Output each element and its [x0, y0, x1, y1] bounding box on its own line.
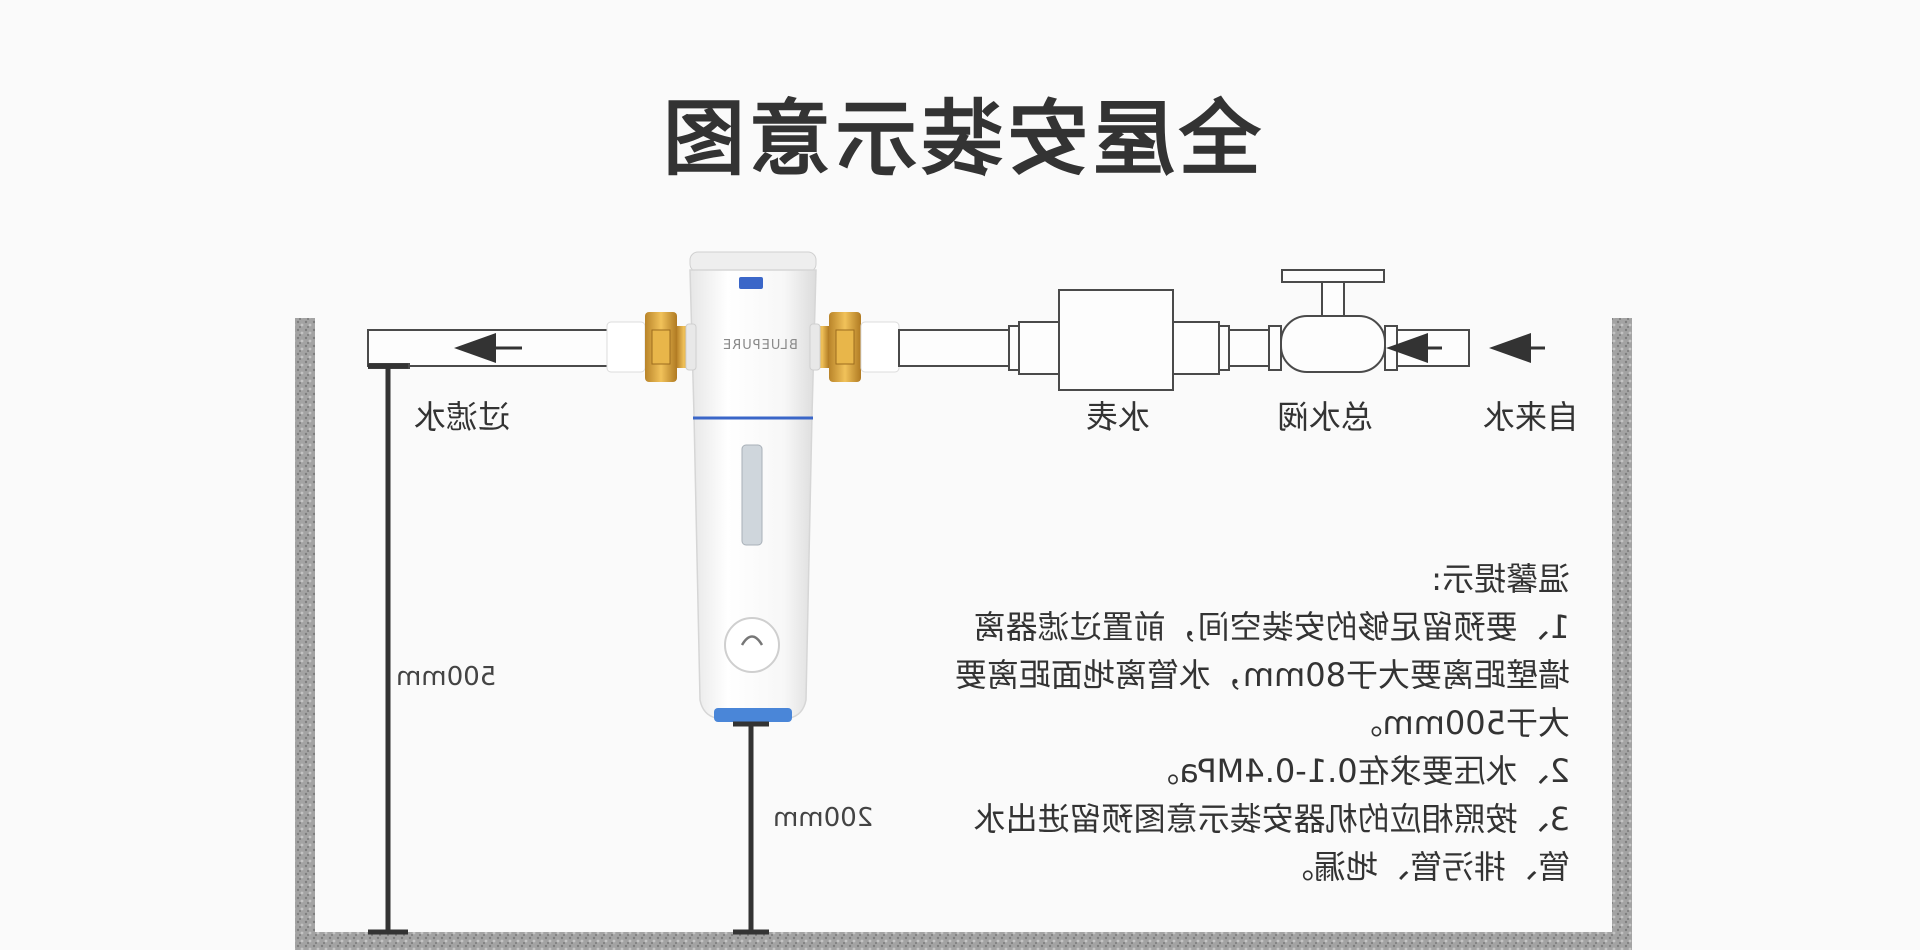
filter-sight-window	[741, 444, 763, 546]
water-meter-label: 水表	[1086, 398, 1151, 436]
floor	[295, 932, 1632, 950]
main-valve-label: 总水阀	[1277, 398, 1374, 436]
drain-knob-icon	[724, 617, 780, 673]
wall-enclosure	[295, 318, 1632, 950]
tip-line: 管、排污管、地漏。	[1281, 848, 1570, 886]
tip-line: 2、水压要求在0.1-0.4MPa。	[1147, 752, 1570, 790]
filter-gauge-icon	[739, 277, 763, 289]
dimension-200	[733, 721, 769, 935]
inlet-pipe-segment-2	[1228, 329, 1270, 367]
right-fitting	[815, 312, 900, 382]
dimension-500-label: 500mm	[396, 662, 497, 692]
left-wall	[295, 318, 315, 950]
tip-line: 1、要预留足够的安装空间，前置过滤器离	[973, 608, 1570, 646]
tip-line: 大于500mm。	[1350, 704, 1570, 742]
left-fitting	[606, 312, 691, 382]
tip-line: 3、按照相应的机器安装示意图预留进出水	[973, 800, 1570, 838]
pre-filter-unit	[685, 251, 821, 722]
inlet-pipe-segment-1	[898, 329, 1010, 367]
main-valve-icon	[1268, 269, 1398, 373]
installation-tips: 温馨提示: 1、要预留足够的安装空间，前置过滤器离 墙壁距离要大于80mm，水管…	[930, 555, 1570, 891]
dimension-500	[368, 363, 408, 935]
filter-base-ring	[714, 708, 792, 722]
tip-line: 墙壁距离要大于80mm，水管离地面距离要	[954, 656, 1570, 694]
water-meter-icon	[1008, 289, 1230, 391]
dimension-200-label: 200mm	[773, 803, 874, 833]
tap-water-label: 自来水	[1483, 398, 1580, 436]
filter-brand-text: BLUEPURE	[722, 338, 798, 353]
tips-heading: 温馨提示:	[1431, 560, 1570, 598]
filtered-water-label: 过滤水	[414, 398, 511, 436]
right-wall	[1612, 318, 1632, 950]
